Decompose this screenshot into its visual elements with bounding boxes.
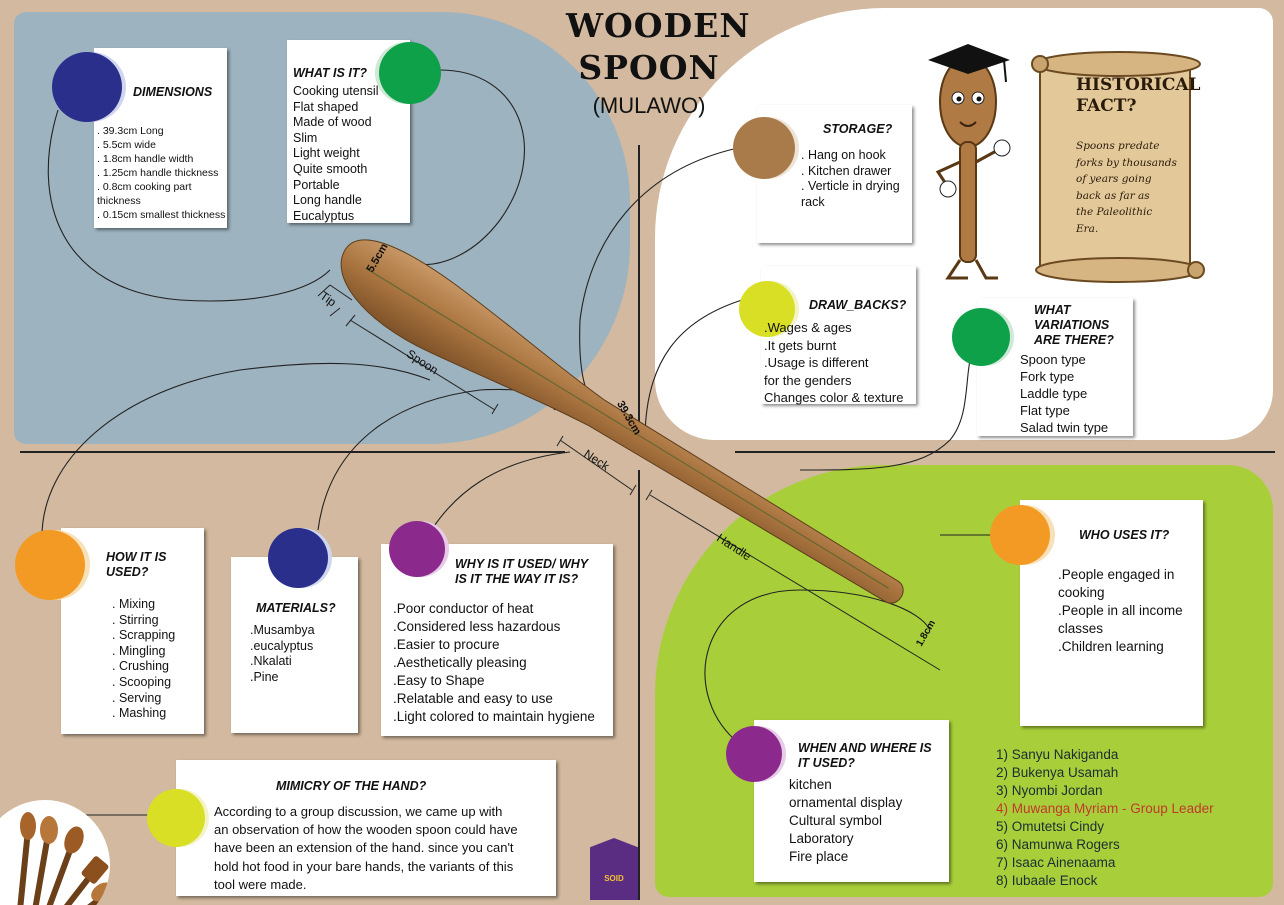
why-used-circle [389,521,445,577]
connector-materials [317,388,556,531]
dimensions-list: . 39.3cm Long . 5.5cm wide . 1.8cm handl… [97,125,226,221]
connector-dimensions [47,109,331,302]
materials-circle [268,528,328,588]
dimensions-title: DIMENSIONS [133,85,213,99]
connector-why-used [419,451,571,551]
who-uses-list: .People engaged in cooking .People in al… [1058,567,1183,654]
dimensions-circle [52,52,122,122]
storage-circle [733,117,795,179]
storage-title: STORAGE? [823,122,893,136]
mimicry-circle [147,789,205,847]
divider-vertical-top [638,145,640,425]
team-member-leader: 4) Muwanga Myriam - Group Leader [996,801,1214,816]
connector-how-used [41,362,431,541]
who-uses-card [1020,500,1203,726]
tip-bracket [317,284,353,317]
utensil-photo [0,800,110,905]
drawbacks-list: .Wages & ages .It gets burnt .Usage is d… [764,320,904,405]
when-where-circle [726,726,782,782]
connector-drawbacks [644,299,743,441]
scroll-icon [1031,51,1205,283]
title-mulawo: (MULAWO) [592,93,706,118]
connector-when-where [704,589,931,741]
what-is-it-circle [379,42,441,104]
what-is-it-title: WHAT IS IT? [293,66,368,80]
team-member: 2) Bukenya Usamah [996,765,1119,780]
materials-list: .Musambya .eucalyptus .Nkalati .Pine [250,623,315,684]
who-uses-title: WHO USES IT? [1079,528,1170,542]
school-logo-text: SOID [604,874,624,883]
utensil-illustration [17,812,110,905]
connector-what-is-it [409,69,525,266]
team-member: 5) Omutetsi Cindy [996,819,1105,834]
mimicry-card [176,760,556,896]
materials-title: MATERIALS? [256,601,336,615]
why-used-list: .Poor conductor of heat .Considered less… [393,601,595,724]
drawbacks-circle [739,281,795,337]
variations-title: WHAT VARIATIONS ARE THERE? [1034,303,1114,347]
how-used-title: HOW IT IS USED? [106,550,167,579]
title-spoon: SPOON [578,48,720,87]
storage-list: . Hang on hook . Kitchen drawer . Vertic… [801,148,900,209]
drawbacks-title: DRAW_BACKS? [809,298,907,312]
historical-title: HISTORICAL FACT? [1076,75,1201,116]
when-where-card [754,720,949,882]
when-where-list: kitchen ornamental display Cultural symb… [789,777,903,864]
spoon-shape [340,239,904,604]
divider-horizontal-right [735,451,1275,453]
handle-bracket [645,489,941,671]
team-member: 6) Namunwa Rogers [996,837,1120,852]
connector-storage [579,147,739,411]
team-member: 1) Sanyu Nakiganda [996,747,1119,762]
team-member: 8) Iubaale Enock [996,873,1098,888]
who-uses-circle [990,505,1050,565]
graduation-spoon-mascot [928,44,1011,280]
what-is-it-list: Cooking utensil Flat shaped Made of wood… [293,84,379,223]
mimicry-title: MIMICRY OF THE HAND? [276,779,427,793]
variations-circle [952,308,1010,366]
school-logo-icon [590,838,638,900]
divider-vertical-bottom [638,470,640,900]
divider-horizontal-left [20,451,565,453]
how-used-list: . Mixing . Stirring . Scrapping . Mingli… [112,597,176,721]
team-list: 1) Sanyu Nakiganda 2) Bukenya Usamah 3) … [996,746,1214,890]
neck-bracket [556,435,637,496]
team-member: 3) Nyombi Jordan [996,783,1103,798]
historical-text: Spoons predate forks by thousands of yea… [1076,140,1177,235]
connector-variations [799,334,981,471]
spoon-bracket [345,314,499,415]
why-used-title: WHY IS IT USED/ WHY IS IT THE WAY IT IS? [455,557,589,586]
when-where-title: WHEN AND WHERE IS IT USED? [798,741,932,770]
team-member: 7) Isaac Ainenaama [996,855,1116,870]
mimicry-text: According to a group discussion, we came… [214,804,518,892]
variations-list: Spoon type Fork type Laddle type Flat ty… [1020,352,1109,435]
title-wooden: WOODEN [566,6,751,45]
how-used-circle [15,530,85,600]
